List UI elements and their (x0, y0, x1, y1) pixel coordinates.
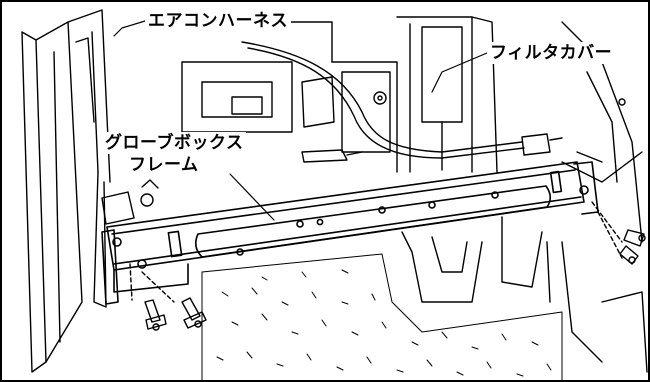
screw-left-2 (141, 271, 207, 329)
floor-carpet (201, 253, 563, 380)
screw-right-2 (597, 211, 639, 265)
screw-left-1 (129, 263, 167, 331)
hvac-unit (331, 16, 543, 303)
left-trim-panel (21, 9, 135, 373)
glovebox-frame-label-line2: フレーム (126, 154, 202, 176)
dashboard-structure (140, 21, 335, 207)
glovebox-frame-label-line1: グローブボックス (102, 132, 247, 154)
screw-right-1 (591, 201, 646, 247)
right-trim-panel (546, 21, 648, 373)
filter-cover-label: フィルタカバー (487, 42, 616, 64)
aircon-harness-wire (241, 41, 643, 183)
aircon-harness-label: エアコンハーネス (145, 10, 291, 32)
glovebox-frame (101, 161, 599, 305)
leader-lines (113, 20, 488, 221)
